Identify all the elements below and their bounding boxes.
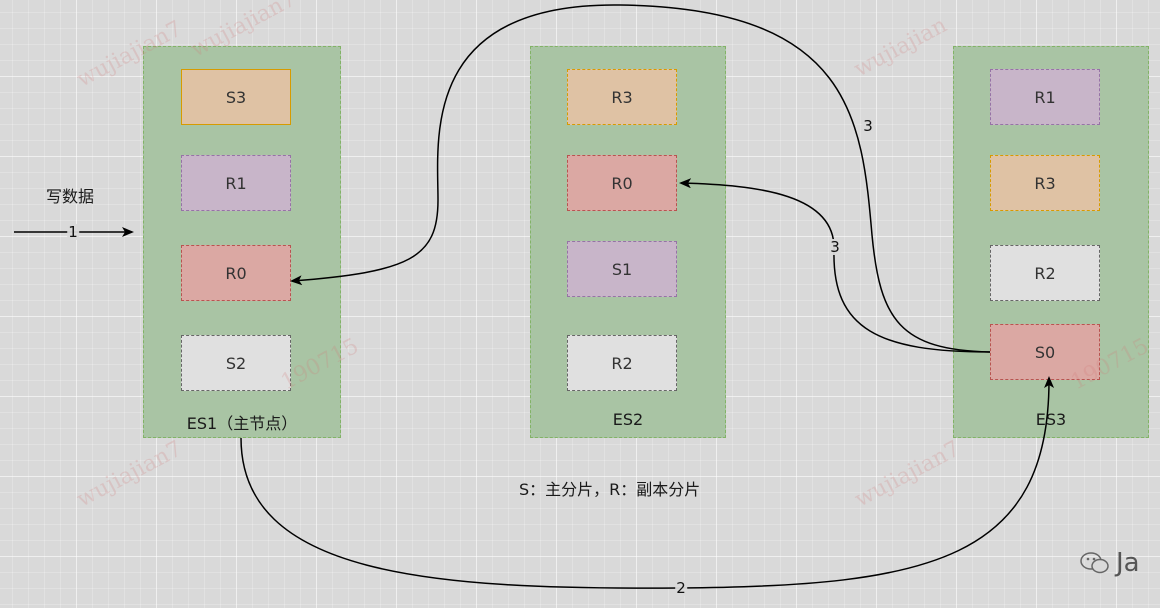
shard-es2-s1: S1 (567, 241, 677, 297)
edge-label-3a: 3 (829, 238, 841, 256)
edge-label-1: 1 (67, 223, 79, 241)
shard-es3-r2: R2 (990, 245, 1100, 301)
shard-es3-s0: S0 (990, 324, 1100, 380)
shard-es1-r1: R1 (181, 155, 291, 211)
footer-mark: Ja (1080, 548, 1140, 578)
write-data-label: 写数据 (46, 187, 95, 206)
shard-es2-r0: R0 (567, 155, 677, 211)
edge-3-s0-to-es2-r0 (679, 178, 991, 353)
footer-text: Ja (1116, 548, 1140, 578)
edge-label-3b: 3 (862, 117, 874, 135)
shard-es1-r0: R0 (181, 245, 291, 301)
shard-es2-r3: R3 (567, 69, 677, 125)
shard-es1-s2: S2 (181, 335, 291, 391)
edge-label-2: 2 (675, 579, 687, 597)
node-es1-label: ES1（主节点） (186, 414, 298, 433)
shard-es3-r1: R1 (990, 69, 1100, 125)
node-es3-label: ES3 (1035, 410, 1067, 429)
node-es2-label: ES2 (612, 410, 644, 429)
shard-es2-r2: R2 (567, 335, 677, 391)
shard-es1-s3: S3 (181, 69, 291, 125)
legend-text: S：主分片，R：副本分片 (519, 480, 701, 499)
shard-es3-r3: R3 (990, 155, 1100, 211)
edge-3-s0-to-es1-r0 (290, 4, 991, 353)
wechat-icon (1080, 552, 1109, 574)
